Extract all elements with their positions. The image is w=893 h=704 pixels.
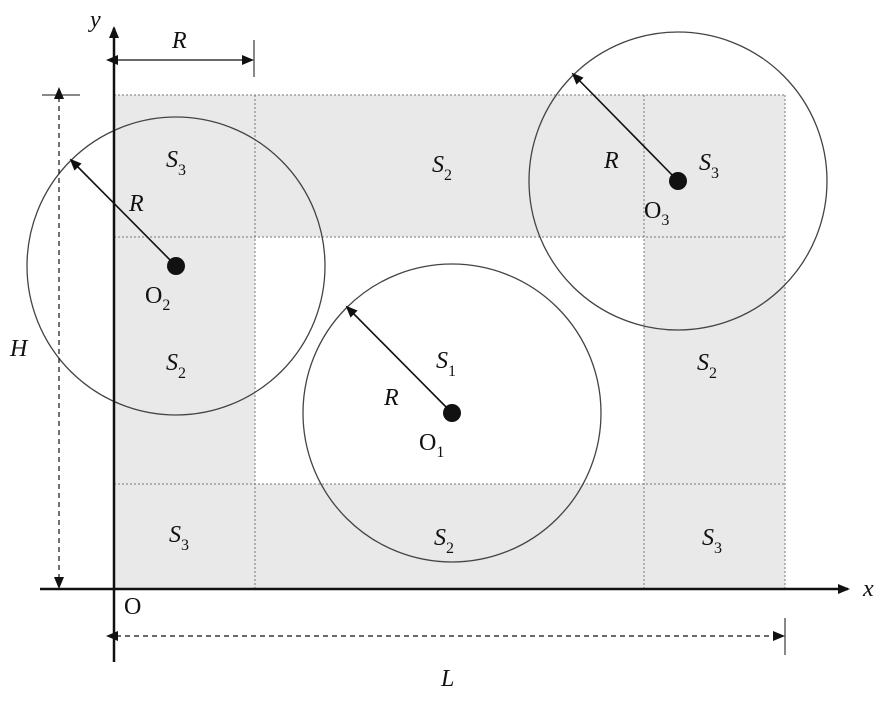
radius-arrow-o1 bbox=[345, 305, 453, 414]
radius-arrow-o3 bbox=[571, 72, 679, 182]
y-axis-label: y bbox=[88, 7, 101, 33]
center-label-o1: O1 bbox=[419, 430, 444, 461]
region-label-s2-right: S2 bbox=[697, 350, 717, 382]
x-axis-label: x bbox=[862, 576, 874, 602]
dimension-r-label: R bbox=[171, 28, 187, 54]
region-label-s2-top: S2 bbox=[432, 152, 452, 184]
center-label-o2: O2 bbox=[145, 283, 170, 314]
center-point-o1 bbox=[443, 404, 461, 422]
radius-label-o1: R bbox=[383, 385, 399, 411]
region-label-s3-top-right: S3 bbox=[699, 150, 719, 182]
region-label-s2-left: S2 bbox=[166, 350, 186, 382]
region-label-s2-bottom: S2 bbox=[434, 525, 454, 557]
dimension-l-label: L bbox=[440, 666, 454, 692]
region-label-s1: S1 bbox=[436, 348, 456, 380]
circle-o2 bbox=[26, 116, 326, 416]
dimension-h-label: H bbox=[9, 336, 29, 362]
region-label-s3-bottom-left: S3 bbox=[169, 522, 189, 554]
region-label-s3-bottom-right: S3 bbox=[702, 525, 722, 557]
center-label-o3: O3 bbox=[644, 198, 669, 229]
circle-o1 bbox=[302, 263, 602, 563]
radius-label-o2: R bbox=[128, 191, 144, 217]
region-label-s3-top-left: S3 bbox=[166, 147, 186, 179]
radius-arrow-o2 bbox=[69, 158, 177, 267]
center-point-o2 bbox=[167, 257, 185, 275]
center-point-o3 bbox=[669, 172, 687, 190]
circle-o3 bbox=[528, 31, 828, 331]
radius-label-o3: R bbox=[603, 148, 619, 174]
interior-region bbox=[255, 237, 644, 484]
origin-label: O bbox=[124, 594, 141, 620]
